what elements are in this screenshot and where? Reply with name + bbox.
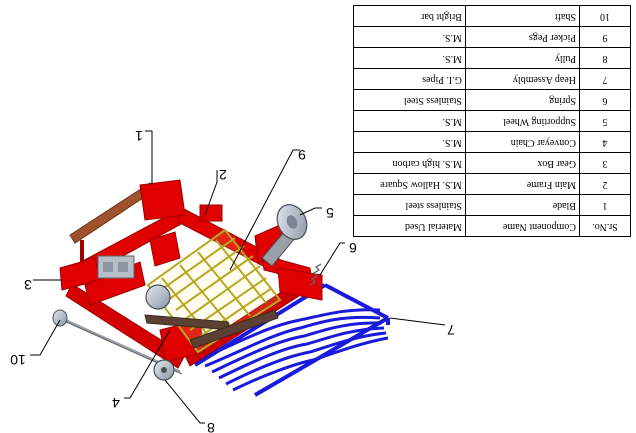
callout-5: 5	[326, 205, 334, 221]
callout-7: 7	[447, 322, 455, 338]
cell-sr-no: 8	[579, 47, 631, 69]
cell-sr-no: 2	[579, 173, 631, 195]
conveyor-chain	[144, 309, 279, 349]
gear-box	[97, 255, 135, 279]
cell-component: Conveyar Chain	[465, 131, 580, 153]
callout-4: 4	[112, 395, 120, 411]
cell-material: G.I. Pipes	[353, 68, 466, 90]
cell-sr-no: 9	[579, 26, 631, 48]
cell-component: Pully	[465, 47, 580, 69]
cell-material: M.S. high carbon	[353, 152, 466, 174]
cell-material: M.S.	[353, 26, 466, 48]
cell-component: Gear Box	[465, 152, 580, 174]
supporting-wheel	[261, 204, 308, 267]
cell-sr-no: 4	[579, 131, 631, 153]
callout-10: 10	[10, 352, 26, 368]
callout-6: 6	[349, 240, 357, 256]
callout-3: 3	[24, 277, 32, 293]
callout-labels: 1 2 9 5 6 7 3 10 4 8	[10, 128, 455, 433]
cell-material: Bright bar	[353, 5, 466, 27]
cell-sr-no: 3	[579, 152, 631, 174]
cell-component: Shaft	[465, 5, 580, 27]
cell-material: M.S. Hallow Square	[353, 173, 466, 195]
cell-component: Heap Assembly	[465, 68, 580, 90]
cell-sr-no: 10	[579, 5, 631, 27]
cell-component: Spring	[465, 89, 580, 111]
header-material-used: Material Used	[353, 215, 466, 237]
cell-sr-no: 1	[579, 194, 631, 216]
cell-sr-no: 5	[579, 110, 631, 132]
callout-9: 9	[298, 147, 306, 163]
cell-material: M.S.	[353, 110, 466, 132]
cell-component: Picker Pegs	[465, 26, 580, 48]
heap-assembly	[193, 283, 390, 397]
cell-material: Stainless Steel	[353, 89, 466, 111]
cell-material: Stainless steel	[353, 194, 466, 216]
leader-lines	[30, 130, 446, 424]
cell-component: Main Frame	[465, 173, 580, 195]
cell-material: M.S.	[353, 131, 466, 153]
header-sr-no: Sr.No.	[579, 215, 631, 237]
callout-1: 1	[135, 128, 143, 144]
cell-component: Blade	[465, 194, 580, 216]
header-component-name: Component Name	[465, 215, 580, 237]
pulley	[145, 284, 175, 381]
cell-component: Supporting Wheel	[465, 110, 580, 132]
cell-material: M.S.	[353, 47, 466, 69]
cell-sr-no: 6	[579, 89, 631, 111]
callout-8: 8	[207, 420, 215, 433]
table-header-row: Sr.No. Component Name Material Used	[353, 215, 631, 237]
cell-sr-no: 7	[579, 68, 631, 90]
spring	[309, 263, 322, 286]
callout-2: 2	[219, 167, 227, 183]
